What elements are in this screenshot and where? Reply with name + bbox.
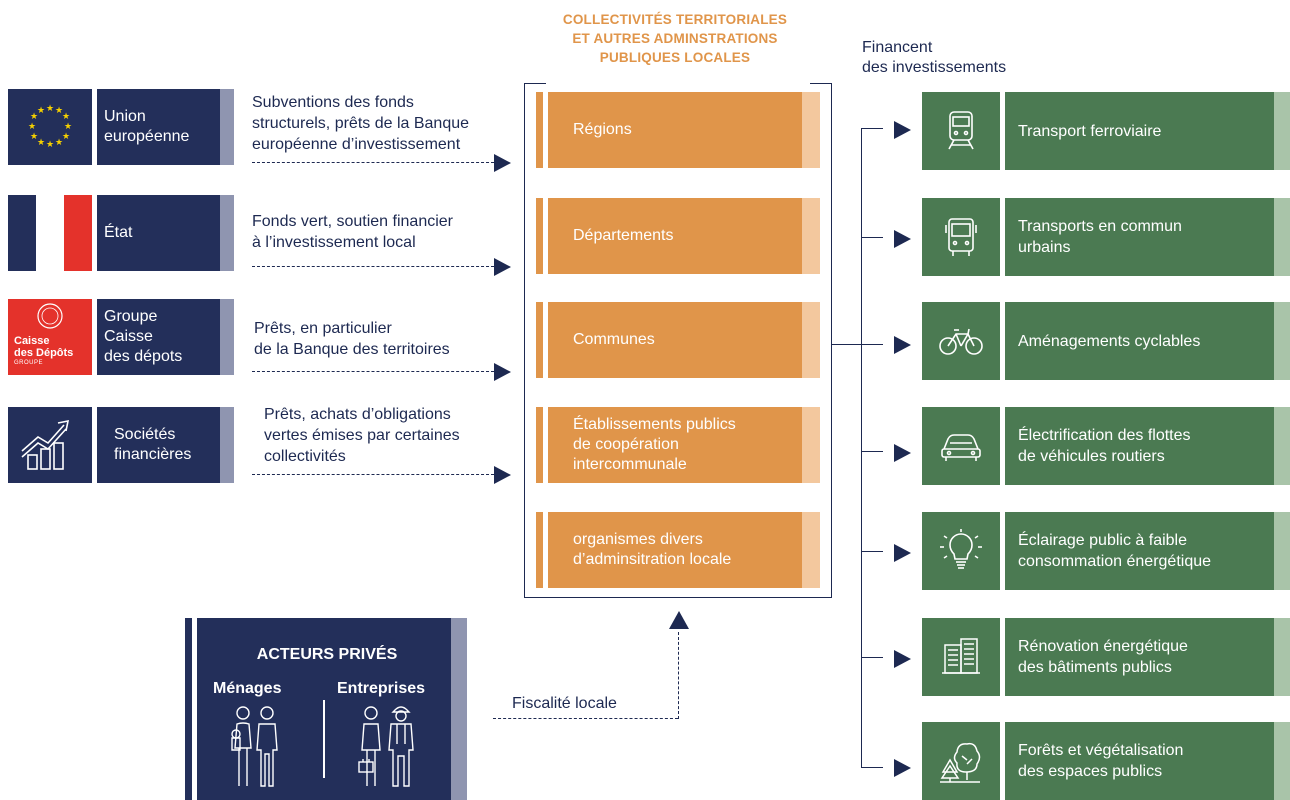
svg-text:★: ★ <box>55 138 63 148</box>
center-bracket <box>524 83 832 598</box>
households-label: Ménages <box>213 680 282 697</box>
branch-line <box>861 128 883 129</box>
trees-icon <box>922 722 1000 800</box>
caisse-des-depots-logo: Caisse des Dépôts GROUPE <box>8 299 92 375</box>
svg-text:★: ★ <box>64 122 72 132</box>
arrow-right-icon <box>894 230 911 248</box>
lightbulb-icon <box>922 512 1000 590</box>
dashed-arrow-line <box>252 371 494 372</box>
workers-icon <box>355 704 419 790</box>
arrow-right-icon <box>894 444 911 462</box>
branch-line <box>861 767 883 768</box>
bracket-top-left <box>524 83 546 84</box>
french-flag-icon <box>8 195 92 271</box>
svg-text:★: ★ <box>30 112 38 122</box>
bus-icon <box>922 198 1000 276</box>
svg-text:★: ★ <box>46 140 54 150</box>
svg-text:★: ★ <box>55 106 63 116</box>
dashed-line-vertical <box>678 632 679 719</box>
branch-line <box>861 657 883 658</box>
growth-chart-icon <box>8 407 92 483</box>
local-taxation-label: Fiscalité locale <box>512 695 617 712</box>
car-icon <box>922 407 1000 485</box>
branch-line <box>861 451 883 452</box>
arrow-right-icon <box>494 258 511 276</box>
arrow-right-icon <box>894 759 911 777</box>
arrow-up-icon <box>669 611 689 629</box>
local-administrations-title: COLLECTIVITÉS TERRITORIALES ET AUTRES AD… <box>562 12 788 65</box>
admin-box-regions: Régions <box>536 92 820 168</box>
family-icon <box>227 704 283 790</box>
arrow-right-icon <box>894 650 911 668</box>
private-actors-title: ACTEURS PRIVÉS <box>256 646 398 663</box>
arrow-right-icon <box>494 363 511 381</box>
svg-text:★: ★ <box>37 138 45 148</box>
svg-text:★: ★ <box>46 104 54 114</box>
companies-label: Entreprises <box>337 680 426 697</box>
bracket-top-right <box>810 83 832 84</box>
branch-line <box>861 344 883 345</box>
private-actors-box: ACTEURS PRIVÉS Ménages Entreprises <box>185 618 467 800</box>
branch-line <box>861 237 883 238</box>
arrow-right-icon <box>494 466 511 484</box>
svg-text:★: ★ <box>62 112 70 122</box>
investment-cycling: Aménagements cyclables <box>922 302 1290 380</box>
dashed-arrow-line <box>252 266 494 267</box>
investment-rail-transport: Transport ferroviaire <box>922 92 1290 170</box>
arrow-right-icon <box>494 154 511 172</box>
train-icon <box>922 92 1000 170</box>
building-icon <box>922 618 1000 696</box>
arrow-right-icon <box>894 121 911 139</box>
tree-spine <box>861 128 862 768</box>
funder-state: État <box>8 195 234 271</box>
arrow-right-icon <box>894 336 911 354</box>
bicycle-icon <box>922 302 1000 380</box>
admin-box-communes: Communes <box>536 302 820 378</box>
svg-text:★: ★ <box>37 106 45 116</box>
eu-flag-icon: ★★★ ★★★ ★★★ ★★★ <box>8 89 92 165</box>
admin-box-departements: Départements <box>536 198 820 274</box>
svg-text:★: ★ <box>62 132 70 142</box>
svg-text:★: ★ <box>30 132 38 142</box>
dashed-line <box>493 718 678 719</box>
funder-label: État <box>104 224 133 241</box>
arrow-right-icon <box>894 544 911 562</box>
connector-line <box>832 344 862 345</box>
dashed-arrow-line <box>252 474 494 475</box>
branch-line <box>861 551 883 552</box>
dashed-arrow-line <box>252 162 494 163</box>
svg-text:★: ★ <box>28 122 36 132</box>
